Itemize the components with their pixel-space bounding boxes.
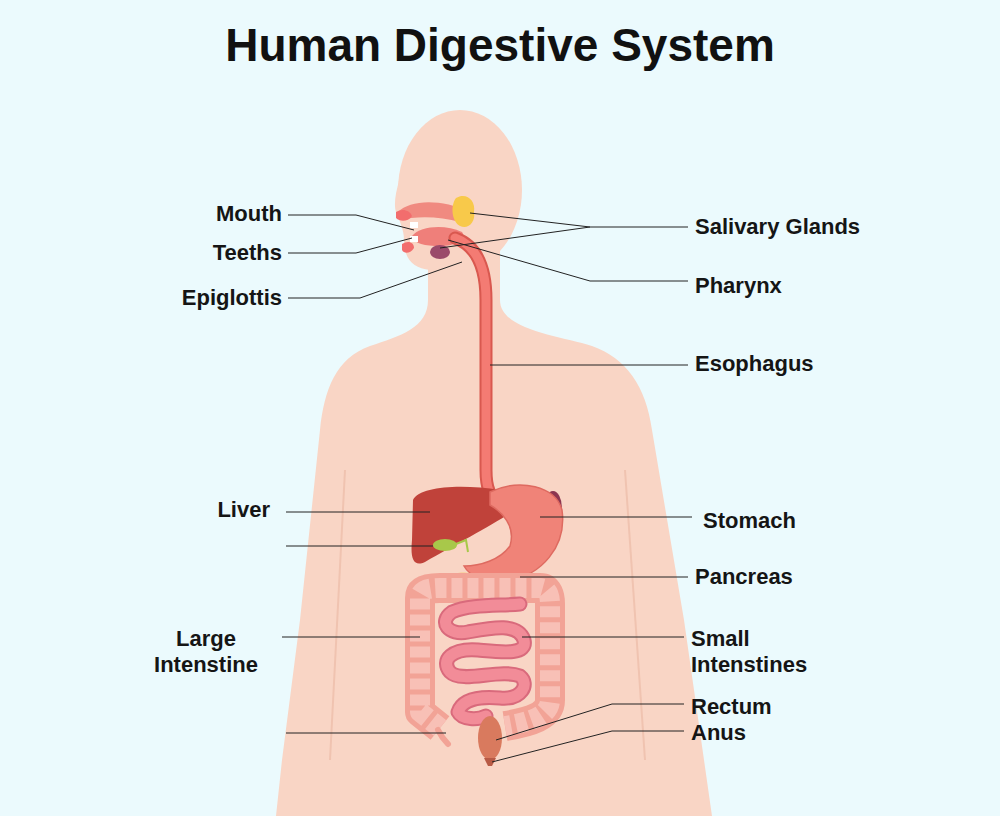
part-label: Rectum xyxy=(691,694,772,720)
leader-line xyxy=(522,637,684,638)
anus xyxy=(484,758,496,766)
part-label: Small Intenstines xyxy=(691,626,841,679)
bile-duct xyxy=(456,540,468,552)
part-label: Salivary Glands xyxy=(695,214,860,240)
arm-line xyxy=(625,470,645,760)
leader-line xyxy=(540,517,692,518)
esophagus-inner xyxy=(455,238,500,504)
rectum xyxy=(478,716,502,760)
leader-line xyxy=(286,733,446,734)
part-label: Pharynx xyxy=(695,273,782,299)
leader-line xyxy=(520,577,688,578)
leader-line xyxy=(448,240,688,281)
esophagus xyxy=(455,238,500,504)
part-label: Stomach xyxy=(703,508,796,534)
leader-lines xyxy=(282,213,692,762)
leader-line xyxy=(492,731,684,762)
part-label: Mouth xyxy=(216,201,282,227)
part-label: Large Intenstine xyxy=(136,626,276,679)
part-label: Anus xyxy=(691,720,746,746)
leader-line xyxy=(286,546,433,547)
leader-line xyxy=(440,227,590,248)
part-label: Teeths xyxy=(213,240,282,266)
leader-line xyxy=(288,238,412,253)
leader-line xyxy=(496,704,684,740)
leader-line xyxy=(470,213,688,227)
body-silhouette xyxy=(276,250,712,816)
part-label: Pancreas xyxy=(695,564,793,590)
small-intestines-inner xyxy=(445,604,524,719)
large-intestine-folds xyxy=(420,588,550,728)
leader-line xyxy=(288,215,414,230)
part-label: Esophagus xyxy=(695,351,814,377)
part-label: Liver xyxy=(217,497,270,523)
leader-line xyxy=(288,262,462,298)
small-intestines xyxy=(445,604,524,719)
salivary-gland xyxy=(453,196,475,227)
diagram-title: Human Digestive System xyxy=(0,18,1000,72)
leader-line xyxy=(282,637,420,638)
appendix xyxy=(438,730,448,744)
stomach xyxy=(464,485,563,581)
gallbladder xyxy=(433,539,457,551)
large-intestine xyxy=(420,588,550,728)
upper-lip xyxy=(396,210,412,221)
leader-line xyxy=(286,512,430,513)
part-label: Epiglottis xyxy=(182,285,282,311)
teeth xyxy=(410,222,418,242)
lower-lip xyxy=(402,242,414,253)
leader-line xyxy=(490,365,688,366)
arm-line xyxy=(330,470,345,760)
